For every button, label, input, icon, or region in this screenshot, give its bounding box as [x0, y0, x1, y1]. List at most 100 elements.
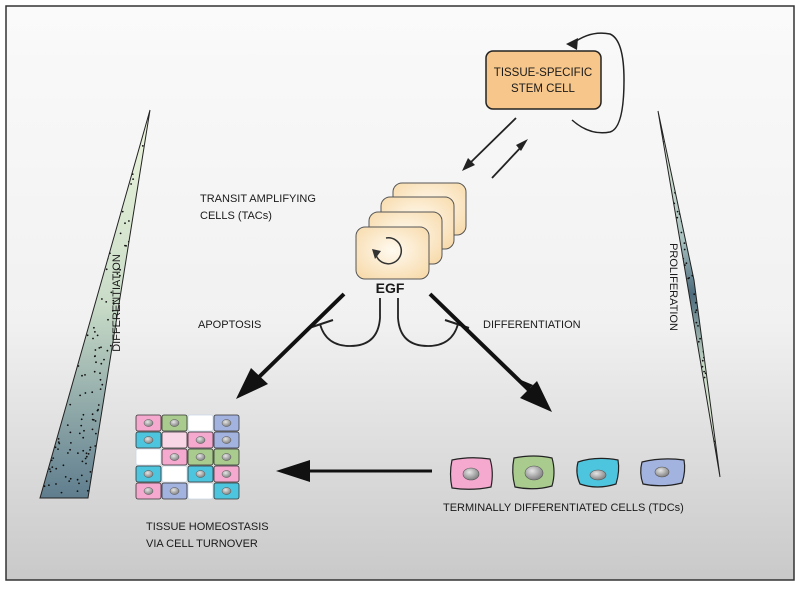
tissue-cell-nucleus [143, 419, 154, 427]
stipple-dot [106, 349, 109, 352]
stipple-dot [695, 321, 698, 324]
stipple-dot [50, 459, 53, 462]
stipple-dot [84, 392, 87, 394]
tissue-cell-nucleus [143, 436, 154, 444]
stem-cell: TISSUE-SPECIFIC STEM CELL [485, 32, 625, 134]
stipple-dot [95, 432, 97, 435]
stipple-dot [80, 424, 83, 427]
stipple-dot [98, 347, 101, 349]
tissue-cell-nucleus [169, 453, 180, 461]
stipple-dot [82, 436, 85, 439]
stipple-dot [82, 413, 85, 416]
stipple-dot [49, 470, 52, 473]
stipple-dot [57, 448, 59, 450]
stipple-dot [131, 173, 134, 176]
stipple-dot [48, 484, 50, 487]
stipple-dot [52, 457, 55, 459]
tissue-cell-nucleus [143, 470, 154, 478]
homeostasis-label-line2: VIA CELL TURNOVER [146, 538, 258, 550]
stipple-dot [82, 449, 85, 452]
stipple-dot [95, 361, 97, 364]
tissue-cell-nucleus [221, 487, 232, 495]
stipple-dot [703, 370, 705, 373]
stipple-dot [101, 298, 103, 300]
stipple-dot [119, 268, 121, 271]
stipple-dot [112, 299, 115, 302]
stipple-dot [688, 277, 691, 279]
stipple-dot [701, 365, 704, 368]
stipple-dot [69, 477, 72, 480]
stipple-dot [132, 178, 135, 181]
stipple-dot [91, 413, 94, 416]
stipple-dot [91, 391, 94, 394]
stipple-dot [680, 231, 683, 234]
stipple-dot [91, 418, 94, 421]
egf-label: EGF [376, 280, 405, 296]
stipple-dot [703, 376, 706, 379]
stipple-dot [93, 370, 96, 373]
stipple-dot [69, 403, 72, 406]
differentiation-arrows [428, 292, 552, 412]
tdc-label: TERMINALLY DIFFERENTIATED CELLS (TDCs) [443, 502, 684, 514]
stipple-dot [55, 483, 57, 485]
tissue-cell [187, 482, 214, 500]
stipple-dot [99, 372, 101, 375]
stipple-dot [48, 468, 51, 470]
tissue-cell-nucleus [195, 436, 206, 444]
stipple-dot [86, 489, 89, 492]
tac-cycle-arrow [375, 237, 403, 265]
stipple-dot [101, 383, 104, 386]
stipple-dot [97, 404, 100, 406]
stipple-dot [84, 374, 86, 376]
stipple-dot [66, 424, 69, 426]
self-renewal-loop-arrow [571, 32, 625, 134]
stipple-dot [704, 372, 707, 375]
stipple-dot [89, 449, 91, 451]
tissue-cell-nucleus [143, 487, 154, 495]
tissue-cell-grid [135, 414, 240, 500]
stipple-dot [697, 340, 700, 343]
stipple-dot [119, 232, 122, 235]
stipple-dot [81, 460, 84, 463]
stipple-dot [691, 274, 694, 277]
tdc-cell-cyan [576, 457, 620, 488]
stipple-dot [119, 274, 121, 277]
tac-label-line1: TRANSIT AMPLIFYING [200, 193, 316, 205]
stipple-dot [107, 318, 109, 321]
stipple-dot [89, 446, 92, 449]
stipple-dot [127, 220, 130, 222]
stipple-dot [85, 452, 88, 455]
tissue-cell [161, 465, 188, 483]
stipple-dot [85, 480, 88, 483]
stipple-dot [77, 452, 79, 454]
stipple-dot [80, 474, 83, 477]
turnover-arrow [276, 460, 432, 482]
stipple-dot [68, 480, 71, 482]
stipple-dot [100, 346, 102, 349]
tissue-cell [187, 414, 214, 432]
stipple-dot [683, 242, 686, 245]
stipple-dot [685, 262, 688, 265]
stipple-dot [92, 337, 94, 340]
stipple-dot [100, 362, 103, 365]
stipple-dot [67, 452, 69, 454]
stipple-dot [105, 301, 108, 303]
stipple-dot [697, 325, 699, 327]
stipple-dot [86, 334, 89, 337]
stipple-dot [124, 222, 126, 225]
tissue-cell-nucleus [221, 419, 232, 427]
stipple-dot [694, 301, 697, 304]
stipple-dot [693, 293, 696, 296]
stipple-dot [55, 467, 58, 470]
tdc-cell-pink [449, 457, 493, 490]
transit-amplifying-cells-stack: EGF [355, 182, 467, 296]
stipple-dot [62, 464, 65, 467]
stipple-dot [89, 471, 92, 473]
stipple-dot [81, 374, 83, 377]
differentiation-gradient-label: DIFFERENTIATION [111, 254, 123, 352]
stipple-dot [76, 490, 79, 492]
stipple-dot [96, 409, 99, 412]
differentiation-branch-label: DIFFERENTIATION [483, 319, 581, 331]
